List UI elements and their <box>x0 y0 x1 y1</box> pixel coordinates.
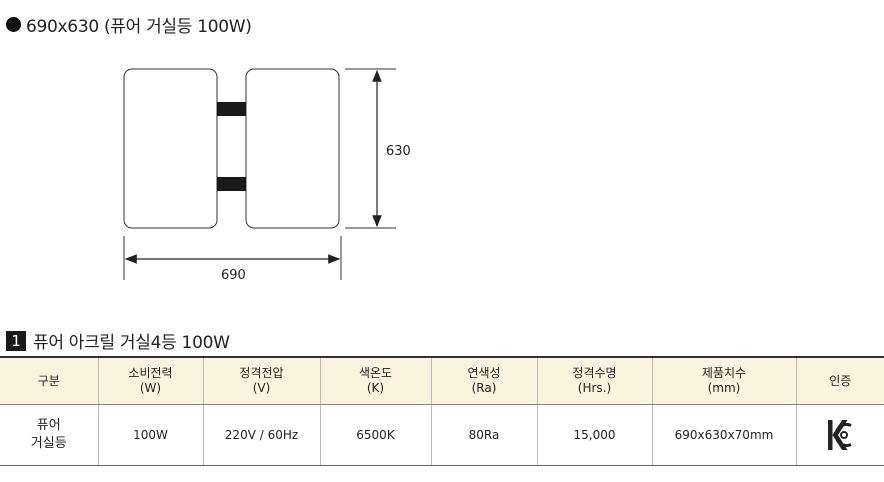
header-title-line: 690x630 (퓨어 거실등 100W) <box>6 12 252 37</box>
header-title: 690x630 (퓨어 거실등 100W) <box>26 17 252 37</box>
header-lifespan: 정격수명(Hrs.) <box>536 356 652 405</box>
bottom-connector <box>217 177 246 191</box>
header-voltage: 정격전압(V) <box>202 356 320 405</box>
section-number-badge: 1 <box>6 330 26 351</box>
cell-lifespan: 15,000 <box>536 404 652 466</box>
cell-voltage: 220V / 60Hz <box>202 404 320 466</box>
header-power: 소비전력(W) <box>97 356 203 405</box>
header-certification: 인증 <box>795 356 884 405</box>
spec-table: 구분 소비전력(W) 정격전압(V) 색온도(K) 연색성(Ra) 정격수명(H… <box>0 356 884 466</box>
table-header-row: 구분 소비전력(W) 정격전압(V) 색온도(K) 연색성(Ra) 정격수명(H… <box>0 356 884 405</box>
left-panel <box>123 68 218 229</box>
cell-color-temp: 6500K <box>319 404 431 466</box>
width-label: 690 <box>221 268 246 283</box>
bullet-circle-icon <box>6 17 21 32</box>
right-panel <box>245 68 340 229</box>
header-dimensions: 제품치수(mm) <box>651 356 796 405</box>
header-category: 구분 <box>0 356 98 405</box>
section-title: 1 퓨어 아크릴 거실4등 100W <box>6 328 230 353</box>
header-color-temp: 색온도(K) <box>319 356 431 405</box>
product-dimension-drawing: 630 690 <box>123 68 411 283</box>
cell-power: 100W <box>97 404 203 466</box>
cell-dimensions: 690x630x70mm <box>651 404 796 466</box>
section-title-text: 퓨어 아크릴 거실4등 100W <box>33 333 230 353</box>
top-connector <box>217 102 246 116</box>
header-cri: 연색성(Ra) <box>430 356 537 405</box>
cell-cri: 80Ra <box>430 404 537 466</box>
cell-certification <box>795 404 884 466</box>
height-label: 630 <box>386 144 411 159</box>
kc-mark-icon <box>828 420 852 450</box>
